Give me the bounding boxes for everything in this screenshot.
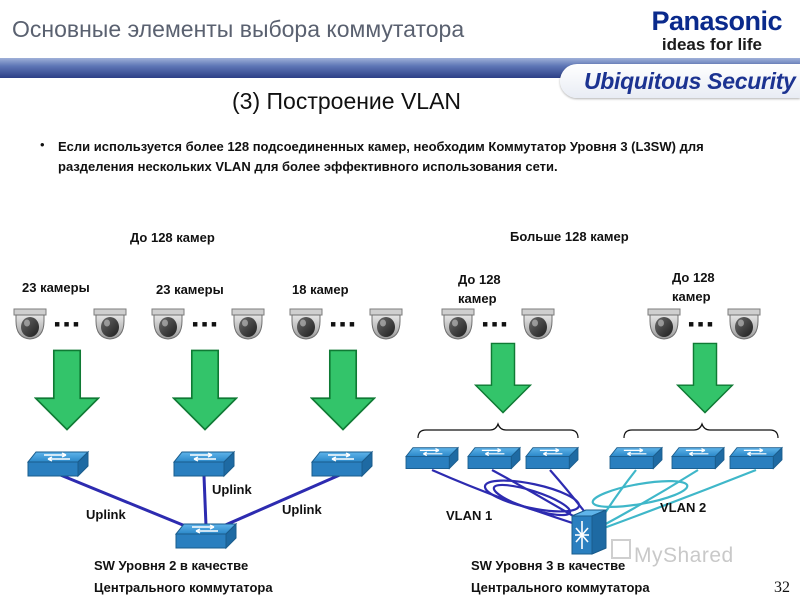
camera-icon — [289, 308, 323, 340]
uplink-label: Uplink — [212, 482, 252, 497]
slide-title: Основные элементы выбора коммутатора — [12, 16, 465, 42]
l3-caption-line2: Центрального коммутатора — [471, 580, 650, 595]
bullet-marker: • — [40, 137, 45, 152]
l2-switch-icon — [467, 447, 521, 470]
right-cameras-group-2: ▪▪▪ — [647, 308, 761, 340]
left-heading: До 128 камер — [130, 230, 215, 245]
group-brace — [417, 422, 579, 439]
vlan2-label: VLAN 2 — [660, 500, 707, 515]
l2-switch-icon — [311, 451, 373, 477]
camera-count-label: До 128 камер — [672, 270, 715, 304]
camera-count-label: 18 камер — [292, 282, 349, 297]
camera-icon — [369, 308, 403, 340]
camera-icon — [647, 308, 681, 340]
down-arrow-icon — [34, 349, 100, 431]
uplink-label: Uplink — [86, 507, 126, 522]
core-switch-caption-line1: SW Уровня 2 в качестве — [94, 558, 249, 573]
vlan1-label: VLAN 1 — [446, 508, 493, 523]
left-uplink-lines — [57, 472, 343, 534]
ellipsis-dots: ▪▪▪ — [482, 314, 510, 334]
ellipsis-dots: ▪▪▪ — [54, 314, 82, 334]
camera-icon — [231, 308, 265, 340]
security-badge-text: Ubiquitous Security — [584, 68, 796, 94]
ellipsis-dots: ▪▪▪ — [330, 314, 358, 334]
down-arrow-icon — [310, 349, 376, 431]
l2-switch-icon — [729, 447, 783, 470]
left-cameras-group-3: ▪▪▪ — [289, 308, 403, 340]
left-cameras-group-2: ▪▪▪ — [151, 308, 265, 340]
down-arrow-icon — [474, 342, 532, 414]
camera-icon — [13, 308, 47, 340]
camera-count-label: 23 камеры — [156, 282, 224, 297]
slide-subtitle: (3) Построение VLAN — [232, 88, 462, 114]
group-brace — [623, 422, 779, 439]
uplink-label: Uplink — [282, 502, 322, 517]
brand-logo: Panasonic ideas for life — [651, 6, 782, 54]
watermark-icon — [611, 539, 631, 559]
l2-switch-icon — [27, 451, 89, 477]
l2-switch-icon — [525, 447, 579, 470]
camera-icon — [441, 308, 475, 340]
left-cameras-group-1: ▪▪▪ — [13, 308, 127, 340]
l3-switch-icon — [571, 509, 607, 555]
watermark-text: MyShared — [634, 544, 734, 567]
camera-count-label: До 128 камер — [458, 272, 501, 306]
brand-tagline: ideas for life — [661, 35, 762, 54]
l3-caption-line1: SW Уровня 3 в качестве — [471, 558, 626, 573]
camera-count-label: 23 камеры — [22, 280, 90, 295]
camera-icon — [521, 308, 555, 340]
l2-switch-icon — [671, 447, 725, 470]
l2-switch-icon — [609, 447, 663, 470]
brand-name: Panasonic — [651, 6, 782, 36]
security-badge: Ubiquitous Security — [560, 64, 800, 98]
camera-icon — [151, 308, 185, 340]
l2-switch-icon — [405, 447, 459, 470]
l2-switch-icon — [173, 451, 235, 477]
vlan2-links — [591, 468, 757, 530]
right-heading: Больше 128 камер — [510, 229, 629, 244]
core-switch-caption-line2: Центрального коммутатора — [94, 580, 273, 595]
page-number: 32 — [774, 579, 790, 596]
camera-icon — [93, 308, 127, 340]
bullet-text: Если используется более 128 подсоединенн… — [58, 139, 704, 174]
camera-icon — [727, 308, 761, 340]
down-arrow-icon — [676, 342, 734, 414]
right-cameras-group-1: ▪▪▪ — [441, 308, 555, 340]
central-l2-switch-icon — [175, 523, 237, 549]
ellipsis-dots: ▪▪▪ — [192, 314, 220, 334]
ellipsis-dots: ▪▪▪ — [688, 314, 716, 334]
down-arrow-icon — [172, 349, 238, 431]
